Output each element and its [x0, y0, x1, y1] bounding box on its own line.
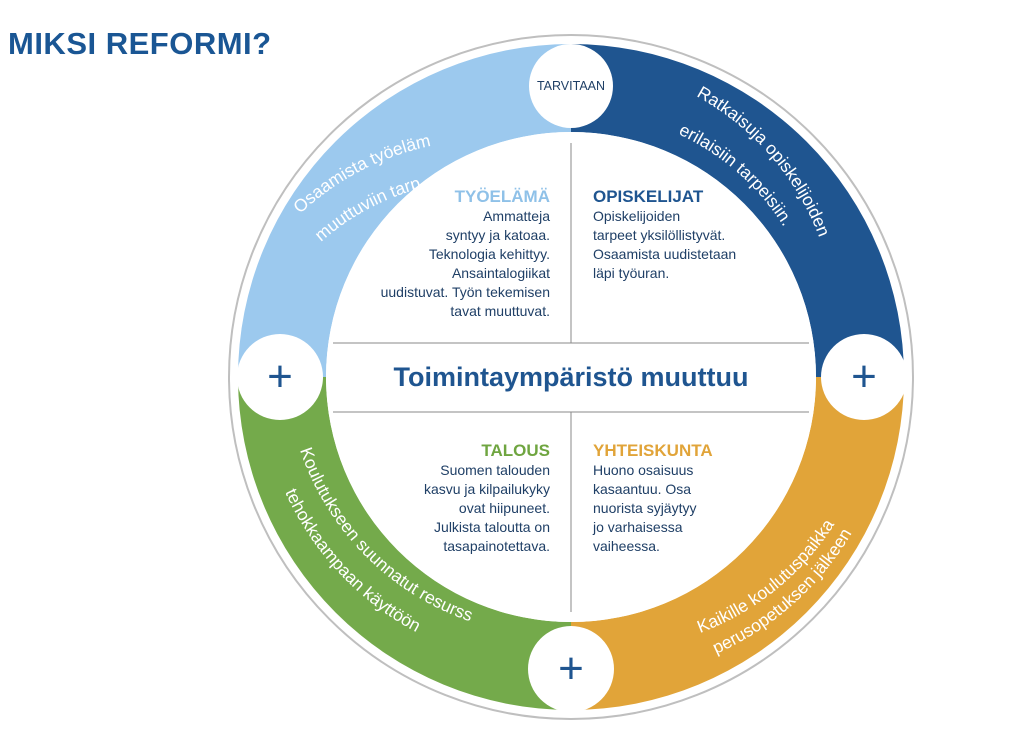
top-badge	[529, 44, 613, 128]
plus-badge-right	[821, 334, 907, 420]
quadrant-line: tarpeet yksilöllistyvät.	[593, 227, 725, 243]
quadrant-line: uudistuvat. Työn tekemisen	[381, 284, 550, 300]
quadrant-tyoelama: TYÖELÄMÄ Ammatteja syntyy ja katoaa. Tek…	[381, 187, 551, 319]
plus-badge-bottom	[528, 626, 614, 712]
quadrant-line: nuorista syjäytyy	[593, 500, 696, 516]
quadrant-line: syntyy ja katoaa.	[446, 227, 550, 243]
quadrant-line: Ansaintalogiikat	[452, 265, 550, 281]
ring-segment-tyoelama	[238, 44, 571, 377]
plus-icon-left: +	[267, 352, 293, 401]
quadrant-line: Huono osaisuus	[593, 462, 693, 478]
plus-icon-bottom: +	[558, 644, 584, 693]
plus-icon-right: +	[851, 352, 877, 401]
quadrant-line: ovat hiipuneet.	[459, 500, 550, 516]
top-badge-label: TARVITAAN	[537, 79, 605, 93]
quadrant-line: läpi työuran.	[593, 265, 669, 281]
inner-disc	[326, 132, 816, 622]
plus-badge-left	[237, 334, 323, 420]
quadrant-heading-tyoelama: TYÖELÄMÄ	[455, 187, 550, 206]
quadrant-yhteiskunta: YHTEISKUNTA Huono osaisuus kasaantuu. Os…	[592, 441, 713, 554]
quadrant-line: tavat muuttuvat.	[450, 303, 550, 319]
quadrant-line: Teknologia kehittyy.	[429, 246, 550, 262]
quadrant-heading-yhteiskunta: YHTEISKUNTA	[593, 441, 713, 460]
ring-segment-opiskelijat	[571, 44, 904, 377]
quadrant-line: Opiskelijoiden	[593, 208, 680, 224]
ring-segment-yhteiskunta	[571, 377, 904, 710]
quadrant-heading-opiskelijat: OPISKELIJAT	[593, 187, 704, 206]
quadrant-line: kasaantuu. Osa	[593, 481, 691, 497]
quadrant-heading-talous: TALOUS	[481, 441, 550, 460]
ring-segment-talous	[238, 377, 571, 710]
quadrant-line: tasapainotettava.	[443, 538, 550, 554]
quadrant-line: Osaamista uudistetaan	[593, 246, 736, 262]
quadrant-line: Suomen talouden	[440, 462, 550, 478]
center-title: Toimintaympäristö muuttuu	[394, 362, 749, 392]
quadrant-talous: TALOUS Suomen talouden kasvu ja kilpailu…	[424, 441, 550, 554]
quadrant-line: Julkista taloutta on	[434, 519, 550, 535]
page-title: MIKSI REFORMI?	[8, 26, 272, 61]
quadrant-opiskelijat: OPISKELIJAT Opiskelijoiden tarpeet yksil…	[593, 187, 736, 281]
quadrant-line: jo varhaisessa	[592, 519, 683, 535]
quadrant-line: vaiheessa.	[593, 538, 660, 554]
quadrant-line: Ammatteja	[483, 208, 550, 224]
quadrant-line: kasvu ja kilpailukyky	[424, 481, 550, 497]
